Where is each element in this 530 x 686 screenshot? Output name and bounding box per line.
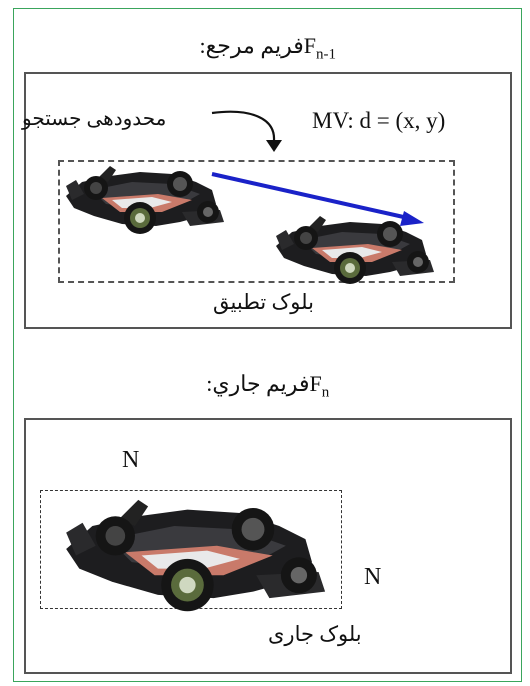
- motion-vector-label: MV: d = (x, y): [312, 108, 446, 133]
- search-area-box: [58, 160, 455, 283]
- current-block-label: بلوک جاری: [268, 622, 362, 646]
- matching-block-label: بلوک تطبیق: [213, 290, 314, 314]
- reference-frame-box: [24, 72, 512, 329]
- reference-frame-title-text: فریم مرجع:: [193, 33, 304, 58]
- search-area-label: محدودهی جستجو: [22, 108, 167, 130]
- reference-frame-symbol: F: [303, 33, 316, 58]
- reference-frame-title: فریم مرجع: Fn-1: [0, 33, 530, 63]
- block-width-label: N: [122, 447, 140, 473]
- current-frame-title-text: فریم جاري:: [200, 371, 310, 396]
- current-frame-symbol: F: [309, 371, 322, 396]
- outer-frame-border: [13, 8, 522, 682]
- reference-frame-subscript: n-1: [316, 46, 336, 63]
- block-height-label: N: [364, 564, 382, 590]
- current-frame-title: فریم جاري: Fn: [0, 371, 530, 401]
- current-frame-subscript: n: [321, 384, 330, 401]
- race-car-image: [66, 499, 326, 612]
